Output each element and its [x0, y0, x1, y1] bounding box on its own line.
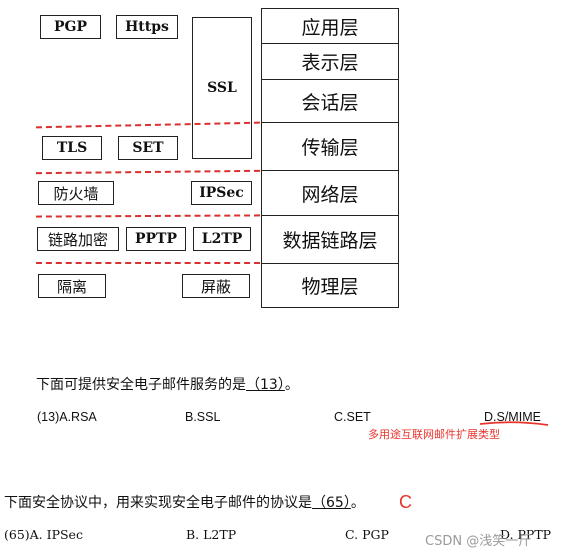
protocol-https: Https — [116, 15, 178, 39]
option-65-b: B. L2TP — [186, 527, 237, 542]
question-13-end: 。 — [284, 377, 299, 393]
protocol-shielding: 屏蔽 — [182, 274, 250, 298]
protocol-set: SET — [118, 136, 178, 160]
question-13: 下面可提供安全电子邮件服务的是（13）。 — [36, 374, 299, 394]
layer-presentation: 表示层 — [261, 43, 399, 80]
option-65-c: C. PGP — [345, 527, 389, 542]
separator-line — [36, 262, 260, 264]
answer-mark: C — [399, 492, 412, 512]
protocol-tls: TLS — [42, 136, 102, 160]
separator-line — [35, 214, 261, 218]
layer-session: 会话层 — [261, 79, 399, 123]
protocol-ssl: SSL — [192, 17, 252, 159]
protocol-ipsec: IPSec — [191, 181, 252, 205]
option-65-a: (65)A. IPSec — [4, 527, 83, 542]
option-13-d: D.S/MIME — [484, 410, 541, 424]
protocol-l2tp: L2TP — [193, 227, 251, 251]
answer-underline — [479, 421, 549, 426]
question-65-blank: （65） — [312, 495, 351, 511]
protocol-pptp: PPTP — [126, 227, 186, 251]
layer-physical: 物理层 — [261, 263, 399, 308]
option-65-d: D. PPTP — [500, 527, 552, 542]
question-65-end: 。 — [350, 495, 365, 511]
question-65-text: 下面安全协议中，用来实现安全电子邮件的协议是 — [4, 495, 312, 511]
option-13-b: B.SSL — [185, 410, 221, 424]
protocol-isolation: 隔离 — [38, 274, 106, 298]
protocol-firewall: 防火墙 — [38, 181, 114, 205]
layer-application: 应用层 — [261, 8, 399, 44]
layer-transport: 传输层 — [261, 122, 399, 171]
protocol-pgp: PGP — [40, 15, 101, 39]
protocol-link-encryption: 链路加密 — [37, 227, 119, 251]
question-13-text: 下面可提供安全电子邮件服务的是 — [36, 377, 246, 393]
question-13-blank: （13） — [246, 377, 285, 393]
option-13-c: C.SET — [334, 410, 371, 424]
layer-network: 网络层 — [261, 170, 399, 216]
question-65: 下面安全协议中，用来实现安全电子邮件的协议是（65）。 — [4, 492, 365, 512]
layer-data-link: 数据链路层 — [261, 215, 399, 264]
smime-annotation: 多用途互联网邮件扩展类型 — [368, 428, 500, 441]
separator-line — [35, 169, 261, 175]
watermark: CSDN @浅笑一斤 — [425, 534, 532, 549]
option-13-a: (13)A.RSA — [37, 410, 97, 424]
